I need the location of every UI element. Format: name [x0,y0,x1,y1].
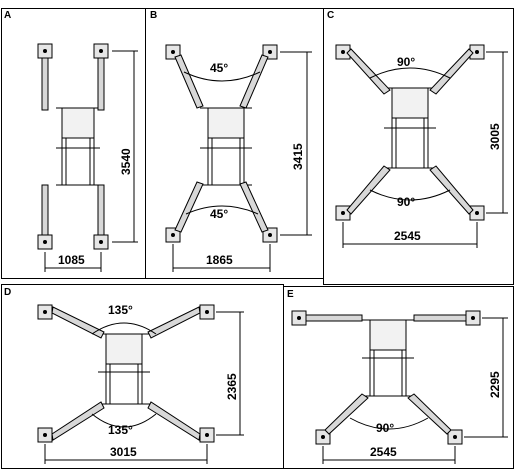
panel-d-arm-br [147,401,201,441]
panel-d-dimensions [44,311,244,464]
panel-b-arm-br [239,181,269,233]
panel-d-width-dim: 3015 [110,445,137,459]
panel-d-angle-arcs [91,322,157,428]
panel-c-arm-tl [346,48,391,95]
panel-b-column-top [207,107,245,139]
panel-b-arm-tl [174,54,204,109]
panel-b-bottom-angle: 45° [210,207,228,221]
panel-a-dimensions [44,50,138,272]
panel-e-arm-bl [324,393,369,435]
panel-a-frame [1,8,146,279]
panel-e-column-top [369,319,407,351]
panel-b-height-dim: 3415 [291,143,305,170]
panel-c-arm-bl [346,165,391,215]
panel-d-top-angle: 135° [108,303,133,317]
panel-b-width-dim: 1865 [206,253,233,267]
panel-c-arm-br [429,165,474,215]
panel-b-angle-arcs [183,71,261,215]
panel-b-top-angle: 45° [210,61,228,75]
panel-c-width-dim: 2545 [394,229,421,243]
panel-a-width-dim: 1085 [58,253,85,267]
panel-e-height-dim: 2295 [488,371,502,398]
panel-b-arm-tr [239,54,269,109]
panel-a-arm-bl [41,184,49,236]
panel-c-dimensions [342,51,508,248]
panel-b-label: B [150,10,157,21]
panel-a-label: A [4,10,11,21]
panel-b-arm-bl [174,181,204,233]
panel-c-arm-tr [429,48,474,95]
panel-b-lift: 45° 45° 3415 1865 [165,44,312,272]
panel-c-top-angle: 90° [397,55,415,69]
panel-d-column-top [105,333,143,365]
panel-c-column-top [391,87,429,119]
panel-e-arm-br [407,393,452,435]
panel-e-lift: 90° 2295 2545 [291,310,508,464]
panel-e-bottom-angle: 90° [376,421,394,435]
panel-d-lift: 135° 135° 2365 3015 [37,303,244,464]
panel-d-arm-bl [51,401,105,441]
panel-a-arm-tr [97,57,105,111]
panel-a-height-dim: 3540 [119,148,133,175]
panel-a-arm-br [97,184,105,236]
panel-b-dimensions [172,51,312,272]
panel-c-angle-arcs [369,67,451,201]
panel-d-label: D [4,287,11,298]
panel-c-label: C [327,10,334,21]
panel-e-width-dim: 2545 [370,445,397,459]
panel-c-height-dim: 3005 [488,123,502,150]
panel-e-arm-tl [305,314,363,322]
panel-a-arm-tl [41,57,49,111]
panel-a-column-top [61,107,95,139]
panel-d-height-dim: 2365 [225,373,239,400]
panel-e-arm-tr [413,314,467,322]
panel-e-angle-arcs [349,417,429,430]
panel-e-label: E [287,289,294,300]
panel-a-lift: 3540 1085 [37,43,138,272]
panel-c-lift: 90° 90° 3005 2545 [335,44,508,248]
panel-e-dimensions [322,317,508,464]
panel-c-bottom-angle: 90° [397,195,415,209]
panel-d-bottom-angle: 135° [108,423,133,437]
panel-d-arm-tl [51,306,105,339]
panel-d-arm-tr [147,306,201,339]
